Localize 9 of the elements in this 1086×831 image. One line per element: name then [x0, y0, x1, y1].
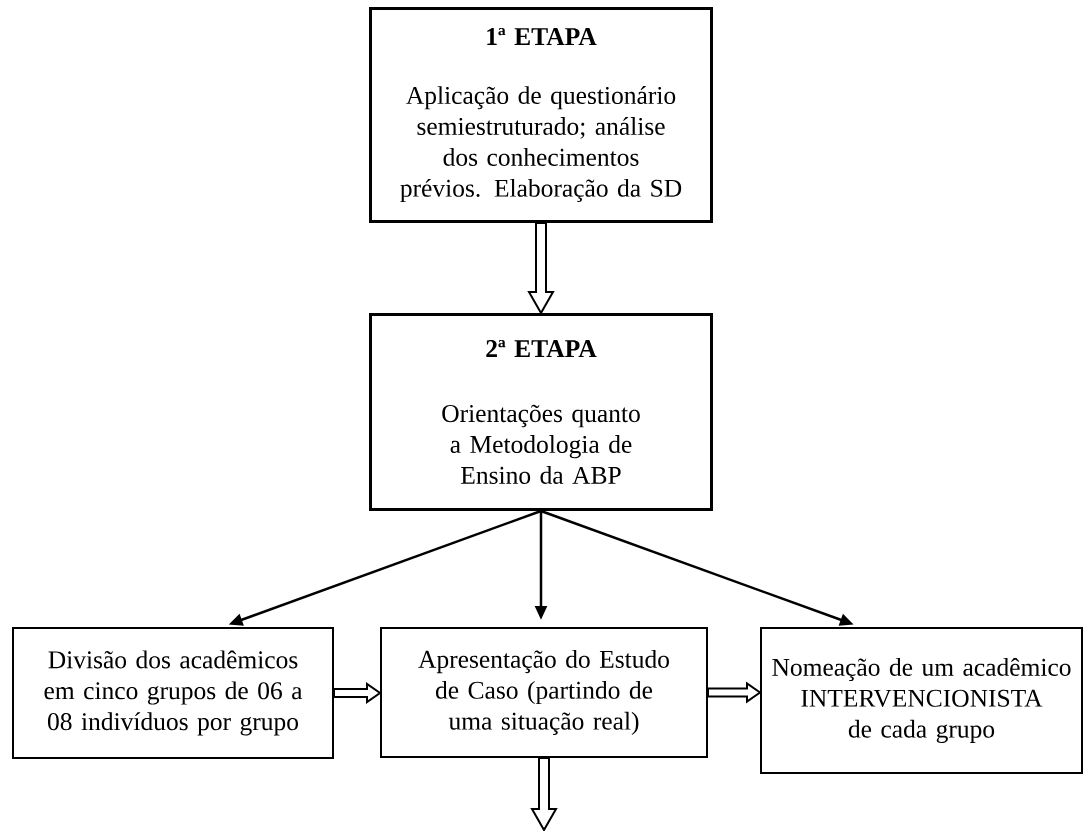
block-arrow: [530, 757, 558, 831]
process-box: 2ª ETAPA Orientações quanto a Metodologia de Ensino da ABP: [369, 313, 713, 511]
process-box: Nomeação de um acadêmico INTERVENCIONISTA de cada grupo: [760, 627, 1083, 774]
block-arrow: [707, 681, 762, 704]
process-box: Divisão dos acadêmicos em cinco grupos de 06 a 08 indivíduos por grupo: [12, 627, 334, 759]
block-arrow: [333, 682, 382, 704]
process-box: Apresentação do Estudo de Caso (partindo de uma situação real): [380, 627, 708, 758]
block-arrow: [527, 222, 555, 315]
process-box: 1ª ETAPA Aplicação de questionário semiestruturado; análise dos conhecimentos prévios. Elaboração da SD: [369, 7, 713, 223]
